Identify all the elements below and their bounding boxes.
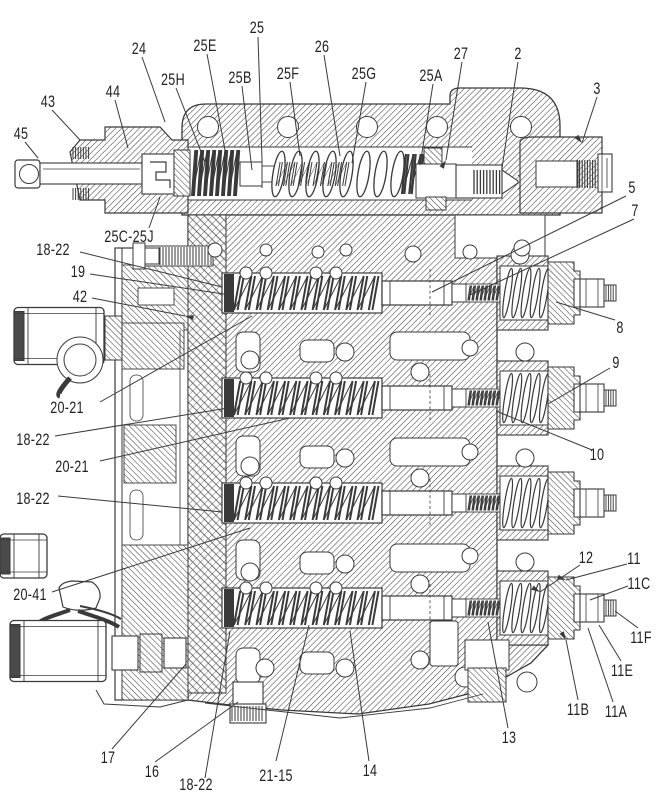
- svg-text:45: 45: [14, 124, 29, 143]
- svg-text:44: 44: [106, 82, 121, 101]
- svg-text:18-22: 18-22: [36, 240, 70, 259]
- svg-text:18-22: 18-22: [179, 775, 213, 794]
- svg-text:16: 16: [145, 762, 160, 781]
- svg-text:11A: 11A: [605, 702, 627, 721]
- svg-text:8: 8: [616, 318, 623, 337]
- svg-text:14: 14: [363, 761, 378, 780]
- svg-text:24: 24: [132, 39, 147, 58]
- svg-text:11: 11: [627, 549, 641, 568]
- svg-text:18-22: 18-22: [16, 430, 50, 449]
- svg-text:25C-25J: 25C-25J: [104, 227, 154, 246]
- svg-text:3: 3: [593, 79, 600, 98]
- svg-text:10: 10: [590, 445, 605, 464]
- svg-text:25F: 25F: [277, 64, 300, 83]
- svg-text:13: 13: [502, 728, 517, 747]
- svg-text:43: 43: [41, 92, 56, 111]
- svg-text:20-21: 20-21: [55, 457, 89, 476]
- svg-text:25G: 25G: [352, 64, 377, 83]
- svg-text:9: 9: [612, 353, 619, 372]
- svg-text:11F: 11F: [630, 628, 652, 647]
- svg-text:20-21: 20-21: [50, 398, 84, 417]
- svg-text:25B: 25B: [228, 68, 251, 87]
- svg-text:27: 27: [454, 44, 469, 63]
- svg-text:11B: 11B: [567, 700, 589, 719]
- svg-text:20-41: 20-41: [13, 585, 47, 604]
- svg-text:26: 26: [315, 37, 330, 56]
- svg-text:5: 5: [628, 178, 635, 197]
- svg-text:25: 25: [250, 18, 265, 37]
- svg-text:12: 12: [579, 548, 594, 567]
- svg-text:21-15: 21-15: [259, 766, 293, 785]
- svg-text:11C: 11C: [627, 574, 650, 593]
- svg-text:25E: 25E: [193, 36, 216, 55]
- svg-text:42: 42: [73, 287, 88, 306]
- svg-text:25A: 25A: [419, 66, 442, 85]
- svg-text:17: 17: [101, 748, 116, 767]
- svg-text:25H: 25H: [161, 70, 185, 89]
- svg-text:11E: 11E: [611, 661, 633, 680]
- svg-text:2: 2: [514, 44, 521, 63]
- svg-text:19: 19: [71, 262, 86, 281]
- svg-text:18-22: 18-22: [16, 489, 50, 508]
- svg-text:7: 7: [631, 201, 638, 220]
